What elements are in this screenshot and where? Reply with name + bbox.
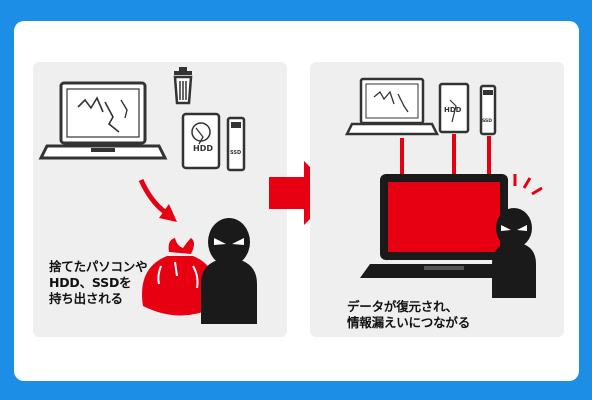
right-caption-line: 情報漏えいにつながる xyxy=(347,315,471,330)
big-laptop-red-screen-icon xyxy=(360,174,528,278)
hdd-small-label: HDD xyxy=(444,106,462,114)
hdd-icon: HDD xyxy=(181,112,221,170)
panel-right-data-leak: HDD SSD xyxy=(310,62,564,337)
broken-laptop-small-icon xyxy=(344,77,440,136)
broken-laptop-icon xyxy=(38,81,168,160)
left-scene: HDD SSD xyxy=(38,67,257,324)
hdd-small-icon: HDD xyxy=(438,82,470,134)
trash-can-icon xyxy=(173,67,193,105)
right-caption: データが復元され、 情報漏えいにつながる xyxy=(347,299,470,331)
right-scene: HDD SSD xyxy=(344,77,543,298)
ssd-small-label: SSD xyxy=(482,118,492,124)
red-trash-bag-icon xyxy=(142,238,216,316)
hdd-label: HDD xyxy=(193,144,213,153)
ssd-label: SSD xyxy=(230,150,241,156)
ssd-small-icon: SSD xyxy=(479,84,497,136)
left-caption-line: HDD、SSDを xyxy=(49,275,132,290)
left-caption-line: 捨てたパソコンや xyxy=(49,259,148,274)
panel-left-disposal: HDD SSD xyxy=(33,62,287,337)
connection-lines xyxy=(400,134,491,178)
thief-figure-icon xyxy=(201,218,257,324)
right-caption-line: データが復元され、 xyxy=(347,299,458,314)
illustration-card: HDD SSD xyxy=(14,21,579,381)
red-curved-arrow-icon xyxy=(138,178,177,222)
thief-figure-icon xyxy=(492,208,536,298)
left-caption: 捨てたパソコンや HDD、SSDを 持ち出される xyxy=(49,259,148,307)
ssd-icon: SSD xyxy=(226,116,246,172)
left-caption-line: 持ち出される xyxy=(49,291,123,306)
alert-marks-icon xyxy=(513,174,543,196)
